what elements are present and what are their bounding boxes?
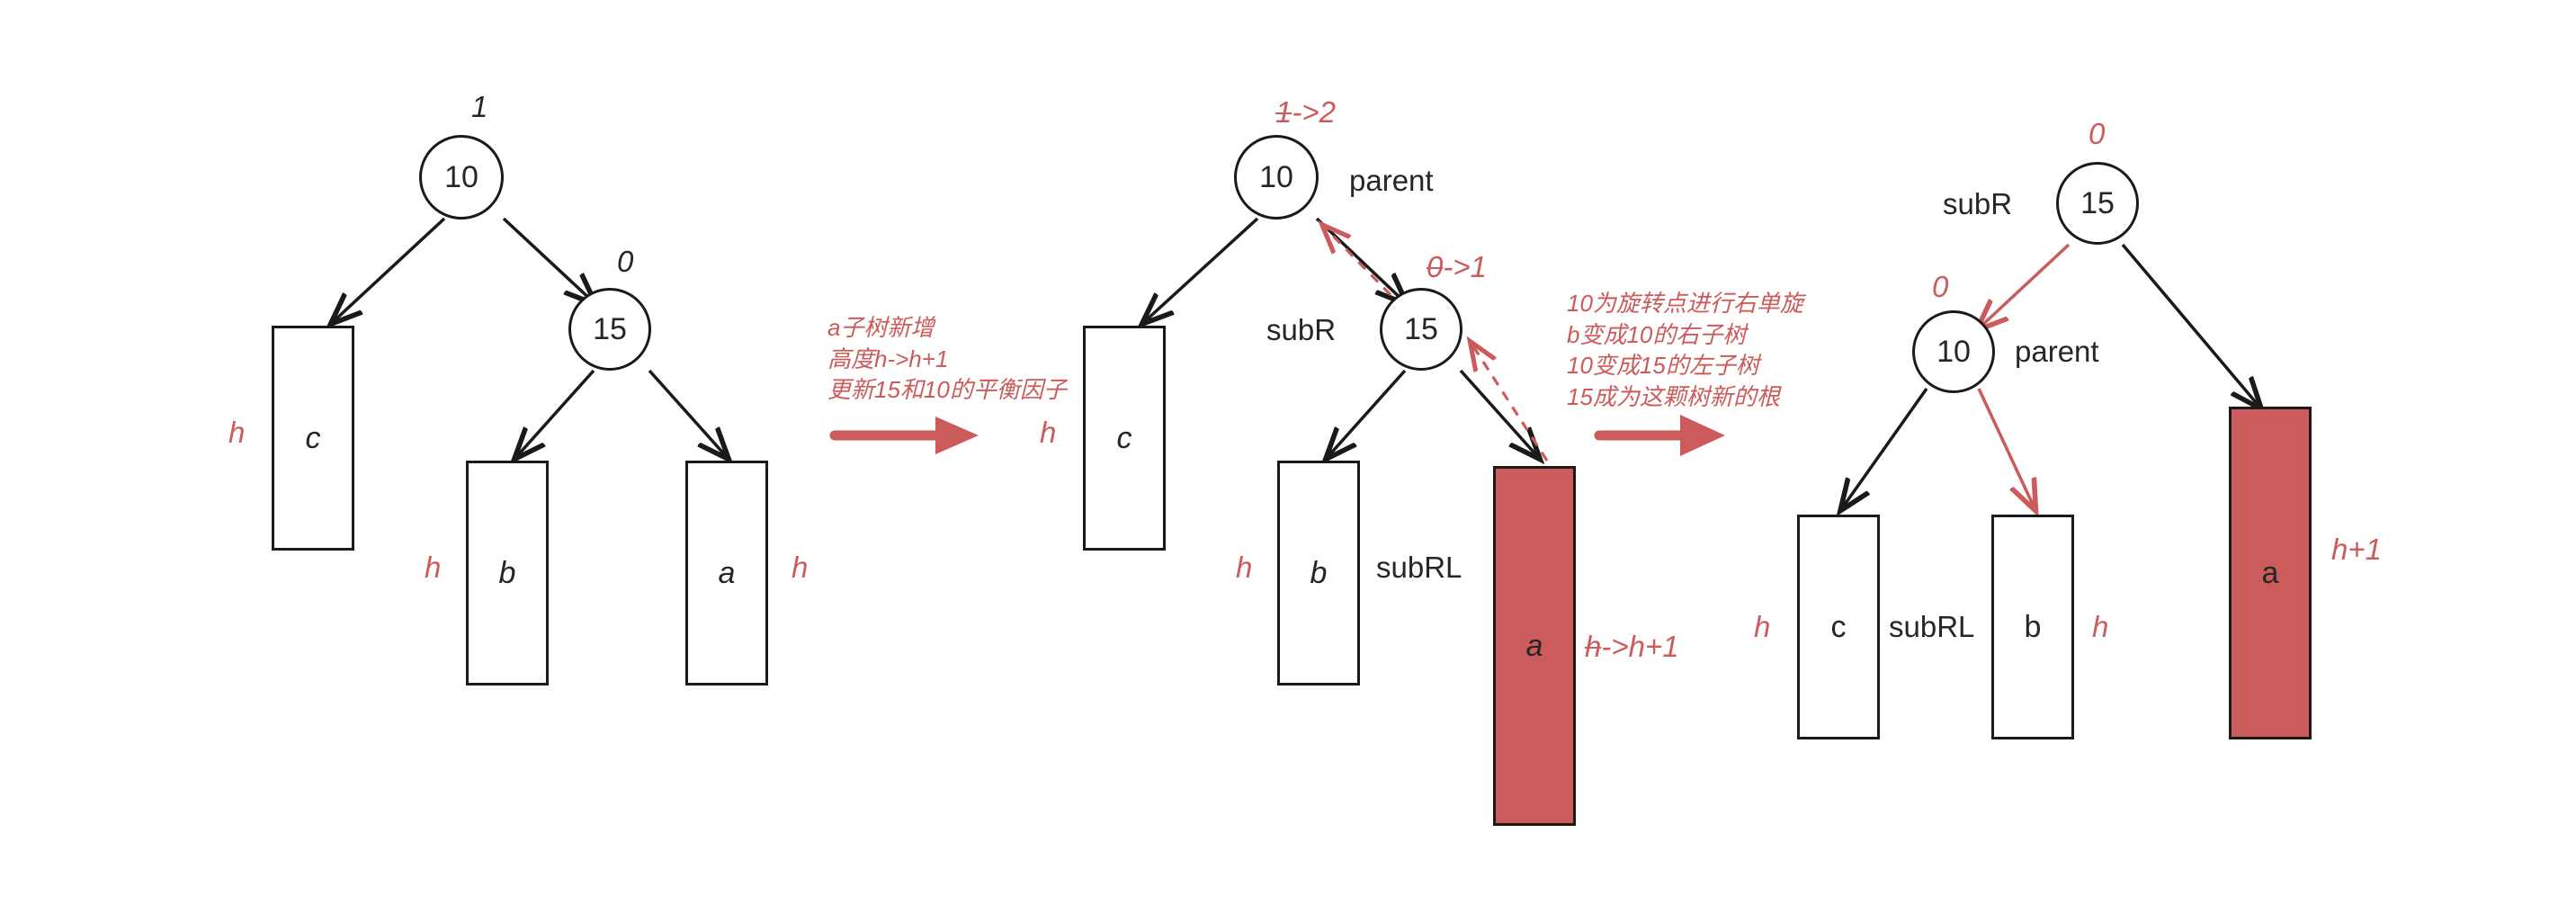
tree1-subtree-a-height: h [792, 551, 809, 584]
tree2-subtree-b-role: subRL [1376, 551, 1462, 584]
tree2-subtree-a-height-old: h [1585, 630, 1602, 663]
tree2-subtree-a[interactable]: a [1493, 466, 1576, 826]
tree2-root-balance-factor: 1->2 [1275, 95, 1336, 130]
tree1-subtree-c[interactable]: c [272, 326, 354, 551]
tree3-subtree-a-height: h+1 [2331, 533, 2382, 566]
step2-annotation: 10为旋转点进行右单旋 b变成10的右子树 10变成15的左子树 15成为这颗树… [1567, 288, 1803, 412]
tree2-subtree-a-height: h->h+1 [1585, 630, 1679, 664]
tree2-subtree-a-height-new: ->h+1 [1601, 630, 1679, 663]
tree2-node-10-role: parent [1349, 164, 1434, 197]
tree3-node-10-role: parent [2015, 335, 2099, 368]
step1-annotation-line2: 高度h->h+1 [827, 345, 949, 372]
tree1-subtree-c-height: h [228, 416, 246, 449]
tree1-subtree-b[interactable]: b [466, 461, 549, 686]
tree3-subtree-c[interactable]: c [1797, 515, 1880, 739]
tree1-root-balance-factor: 1 [471, 90, 488, 123]
step2-annotation-line4: 15成为这颗树新的根 [1567, 382, 1780, 410]
tree2-subtree-c-height: h [1040, 416, 1057, 449]
tree2-right-child-balance-factor: 0->1 [1427, 250, 1487, 284]
tree3-node-15[interactable]: 15 [2056, 162, 2139, 245]
step2-annotation-line2: b变成10的右子树 [1567, 320, 1747, 348]
step2-annotation-line3: 10变成15的左子树 [1567, 352, 1759, 380]
tree3-node-15-role: subR [1943, 187, 2013, 220]
tree2-subtree-b-height: h [1236, 551, 1253, 584]
tree3-subtree-b[interactable]: b [1991, 515, 2074, 739]
step-arrow-1 [829, 417, 979, 454]
tree2-root-bf-new: ->2 [1292, 95, 1336, 129]
step1-annotation-line1: a子树新增 [827, 314, 935, 341]
tree3-left-child-balance-factor: 0 [1932, 270, 1949, 303]
tree1-node-15[interactable]: 15 [568, 288, 651, 371]
tree2-right-bf-new: ->1 [1443, 250, 1487, 283]
tree3-subtree-c-height: h [1754, 610, 1771, 643]
tree1-subtree-b-height: h [425, 551, 442, 584]
tree3-root-balance-factor: 0 [2089, 117, 2106, 150]
tree2-node-10[interactable]: 10 [1234, 135, 1319, 220]
tree2-root-bf-old: 1 [1275, 95, 1292, 129]
tree2-right-bf-old: 0 [1427, 250, 1444, 283]
tree1-subtree-a[interactable]: a [685, 461, 768, 686]
tree2-node-15-role: subR [1266, 313, 1337, 346]
step2-annotation-line1: 10为旋转点进行右单旋 [1567, 290, 1803, 317]
step1-annotation: a子树新增 高度h->h+1 更新15和10的平衡因子 [827, 312, 1067, 406]
tree3-subtree-b-height: h [2092, 610, 2109, 643]
tree1-right-child-balance-factor: 0 [617, 245, 634, 278]
tree2-subtree-c[interactable]: c [1083, 326, 1166, 551]
tree3-subtree-b-role: subRL [1889, 610, 1975, 643]
tree3-edges [1842, 243, 2259, 508]
tree1-node-10[interactable]: 10 [419, 135, 504, 220]
tree2-subtree-b[interactable]: b [1277, 461, 1360, 686]
step-arrow-2 [1594, 415, 1725, 456]
tree1-edges [333, 217, 727, 457]
tree3-subtree-a[interactable]: a [2229, 407, 2312, 739]
tree2-node-15[interactable]: 15 [1380, 288, 1462, 371]
step1-annotation-line3: 更新15和10的平衡因子 [827, 376, 1067, 404]
tree3-node-10[interactable]: 10 [1912, 310, 1995, 393]
